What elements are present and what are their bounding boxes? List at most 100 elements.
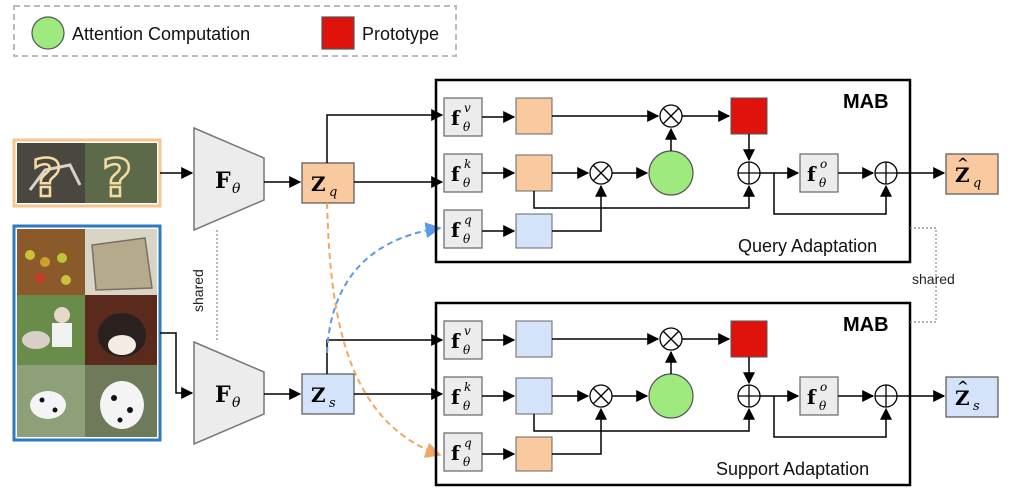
f-superscript: v	[464, 101, 471, 115]
f-subscript: θ	[463, 343, 471, 357]
multiply-op-icon	[659, 104, 683, 128]
fruit-icon	[61, 275, 71, 285]
attention-node	[648, 150, 694, 196]
attention-node	[648, 373, 694, 419]
encoder-symbol: F	[215, 168, 231, 194]
mab-title: MAB	[843, 91, 889, 113]
shared-label-right: shared	[912, 271, 955, 287]
value-token	[515, 97, 553, 135]
query-output-box: ^ Z q	[945, 153, 999, 195]
query-photo-2	[85, 143, 157, 203]
arrow	[533, 407, 755, 432]
feature-symbol: Z	[311, 172, 326, 196]
support-feature-box: Z s	[301, 373, 355, 415]
question-mark-icon: ?	[32, 149, 62, 209]
dalmatian-icon	[100, 381, 144, 429]
spot-icon	[111, 395, 117, 401]
feature-subscript: q	[329, 185, 337, 200]
multiply-op-icon	[589, 161, 613, 185]
mab-support: MAB Support Adaptation f v θ f k θ f q θ…	[434, 301, 912, 487]
multiply-op-icon	[659, 327, 683, 351]
f-superscript: q	[464, 213, 472, 227]
legend: Attention Computation Prototype	[13, 5, 457, 57]
add-op-icon	[874, 384, 898, 408]
attention-legend-swatch	[31, 16, 65, 50]
mab-frame	[434, 78, 912, 264]
add-op-icon	[737, 161, 761, 185]
dalmatian-icon	[30, 391, 66, 419]
query-feature-box: Z q	[301, 162, 355, 204]
output-subscript: q	[973, 176, 981, 191]
fo-box: f o θ	[799, 153, 839, 193]
key-token	[515, 377, 553, 415]
legend-frame	[13, 5, 457, 57]
fk-box: f k θ	[443, 376, 483, 416]
support-image-panel	[12, 224, 162, 442]
prototype-node	[730, 320, 768, 358]
output-hat: ^	[957, 379, 969, 395]
mab-caption: Support Adaptation	[716, 459, 869, 479]
add-op-icon	[874, 161, 898, 185]
person-icon	[54, 307, 70, 323]
dog-silhouette-icon	[22, 331, 50, 349]
shared-label-left: shared	[190, 269, 206, 312]
fq-box: f q θ	[443, 209, 483, 249]
arrow	[552, 184, 607, 232]
f-subscript: θ	[463, 232, 471, 246]
dog-silhouette-icon	[28, 163, 82, 191]
feature-subscript: s	[329, 396, 336, 411]
fv-box: f v θ	[443, 97, 483, 137]
arrow	[773, 173, 892, 215]
fruit-icon	[57, 253, 67, 263]
fruit-icon	[25, 250, 35, 260]
f-symbol: f	[451, 385, 461, 409]
arrow	[160, 332, 194, 399]
query-to-support-dashed-arrow	[326, 202, 442, 458]
f-superscript: v	[464, 324, 471, 338]
question-mark-icon: ?	[102, 149, 132, 209]
f-symbol: f	[451, 329, 461, 353]
encoder-subscript: θ	[232, 181, 241, 197]
query-image-panel: ? ?	[12, 138, 162, 210]
prototype-legend-swatch	[321, 16, 355, 50]
support-to-query-dashed-arrow	[326, 222, 442, 354]
f-symbol: f	[451, 106, 461, 130]
arrow	[552, 407, 607, 455]
output-symbol: Z	[955, 386, 970, 410]
mab-frame	[434, 301, 912, 487]
f-subscript: θ	[463, 176, 471, 190]
f-superscript: k	[464, 380, 471, 394]
wooden-box-icon	[91, 237, 153, 291]
f-symbol: f	[451, 218, 461, 242]
spot-icon	[117, 417, 123, 423]
add-op-icon	[737, 384, 761, 408]
fruit-icon	[35, 273, 45, 283]
f-superscript: o	[820, 157, 827, 171]
spot-icon	[39, 397, 45, 403]
output-subscript: s	[973, 399, 980, 414]
support-photo-person-dog	[17, 295, 85, 365]
fruit-icon	[40, 257, 50, 267]
query-token	[515, 436, 553, 472]
encoder-symbol: F	[215, 382, 231, 408]
f-symbol: f	[807, 162, 817, 186]
f-subscript: θ	[463, 120, 471, 134]
f-symbol: f	[807, 385, 817, 409]
f-superscript: k	[464, 157, 471, 171]
husky-muzzle-icon	[108, 335, 136, 355]
spot-icon	[52, 407, 58, 413]
shared-link-right	[910, 227, 937, 323]
f-subscript: θ	[819, 399, 827, 413]
value-token	[515, 320, 553, 358]
mab-caption: Query Adaptation	[738, 236, 877, 256]
fv-box: f v θ	[443, 320, 483, 360]
query-encoder: F θ	[193, 126, 265, 232]
support-encoder: F θ	[193, 340, 265, 446]
output-symbol: Z	[955, 163, 970, 187]
f-subscript: θ	[463, 455, 471, 469]
fk-box: f k θ	[443, 153, 483, 193]
multiply-op-icon	[589, 384, 613, 408]
f-symbol: f	[451, 162, 461, 186]
f-superscript: q	[464, 436, 472, 450]
key-token	[515, 154, 553, 192]
